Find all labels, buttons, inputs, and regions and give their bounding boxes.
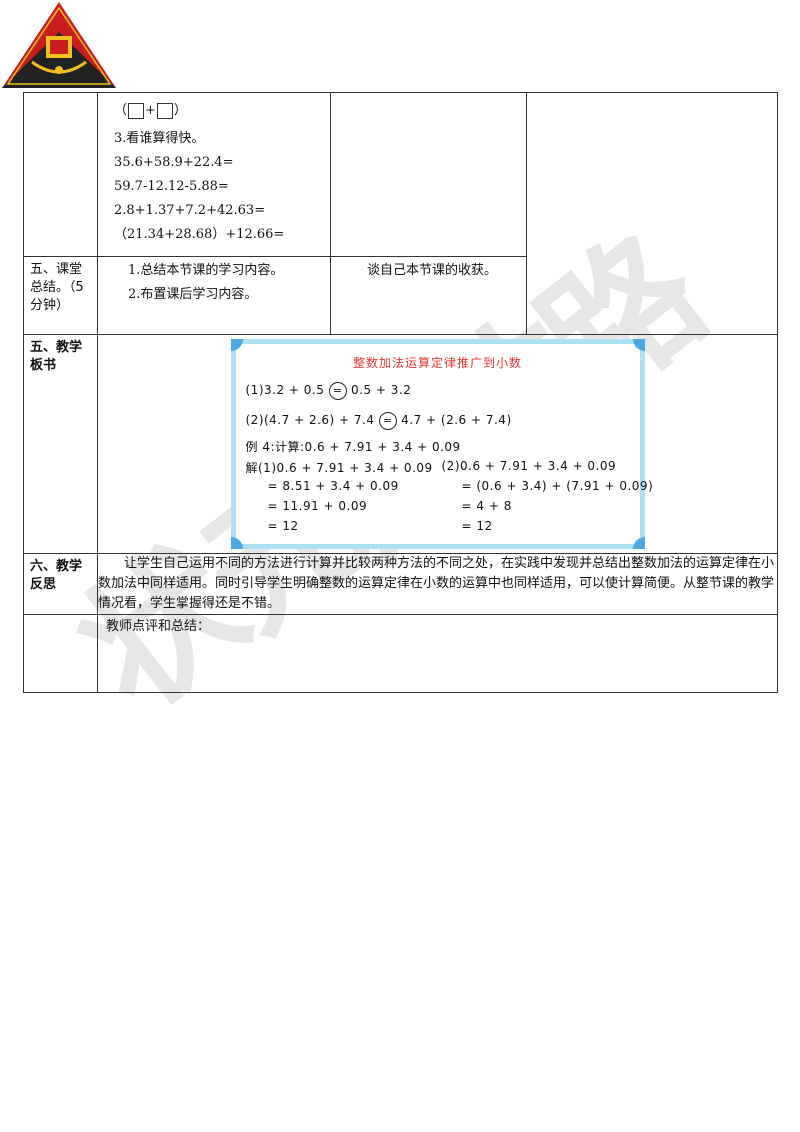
summary-item: 2.布置课后学习内容。 bbox=[128, 287, 258, 302]
solution-1-line: = 8.51 + 3.4 + 0.09 bbox=[267, 479, 399, 493]
exercise-cell: （+） 3.看谁算得快。 35.6+58.9+22.4= 59.7-12.12-… bbox=[97, 92, 331, 257]
solution-1-line: = 12 bbox=[267, 519, 299, 533]
board-cell: 整数加法运算定律推广到小数 (1)3.2 + 0.5 = 0.5 + 3.2 (… bbox=[97, 334, 778, 554]
notes-cell bbox=[526, 92, 778, 335]
summary-teacher-cell: 1.总结本节课的学习内容。 2.布置课后学习内容。 bbox=[97, 256, 331, 335]
solution-2-line: = 4 + 8 bbox=[461, 499, 512, 513]
solution-2-line: (2)0.6 + 7.91 + 3.4 + 0.09 bbox=[441, 459, 617, 473]
reflection-label: 六、教学反思 bbox=[23, 553, 98, 615]
blank-box bbox=[128, 102, 145, 119]
reflection-row: 六、教学反思 让学生自己运用不同的方法进行计算并比较两种方法的不同之处，在实践中… bbox=[23, 553, 778, 615]
summary-row: 五、课堂总结。（5分钟） 1.总结本节课的学习内容。 2.布置课后学习内容。 谈… bbox=[23, 256, 778, 335]
solution-2-line: = 12 bbox=[461, 519, 493, 533]
blackboard-image: 整数加法运算定律推广到小数 (1)3.2 + 0.5 = 0.5 + 3.2 (… bbox=[230, 339, 653, 549]
teacher-comment-cell: 教师点评和总结： bbox=[97, 614, 778, 693]
lesson-plan-table: （+） 3.看谁算得快。 35.6+58.9+22.4= 59.7-12.12-… bbox=[23, 92, 778, 693]
law-line-2: (2)(4.7 + 2.6) + 7.4 = 4.7 + (2.6 + 7.4) bbox=[246, 412, 512, 430]
row-label-empty bbox=[23, 614, 98, 693]
teacher-comment-row: 教师点评和总结： bbox=[23, 614, 778, 693]
exercise-item: 59.7-12.12-5.88= bbox=[114, 179, 229, 194]
summary-label: 五、课堂总结。（5分钟） bbox=[23, 256, 98, 335]
board-title: 整数加法运算定律推广到小数 bbox=[352, 356, 522, 370]
blank-box bbox=[156, 102, 173, 119]
school-emblem-logo bbox=[2, 2, 116, 88]
reflection-text: 让学生自己运用不同的方法进行计算并比较两种方法的不同之处，在实践中发现并总结出整… bbox=[97, 553, 778, 615]
board-label: 五、教学板书 bbox=[23, 334, 98, 554]
formula-template: （+） bbox=[114, 102, 187, 119]
equals-circle: = bbox=[378, 412, 397, 430]
row-label-empty bbox=[23, 92, 98, 257]
equals-circle: = bbox=[328, 382, 347, 400]
teacher-comment-label: 教师点评和总结： bbox=[106, 619, 211, 634]
solution-1-line: 解(1)0.6 + 7.91 + 3.4 + 0.09 bbox=[245, 461, 433, 475]
exercise-item: （21.34+28.68）+12.66= bbox=[114, 227, 285, 242]
example-line: 例 4:计算:0.6 + 7.91 + 3.4 + 0.09 bbox=[245, 440, 461, 454]
board-row: 五、教学板书 整数加法运算定律推广到小数 (1)3.2 + 0.5 = 0.5 … bbox=[23, 334, 778, 554]
exercise-row: （+） 3.看谁算得快。 35.6+58.9+22.4= 59.7-12.12-… bbox=[23, 92, 778, 335]
exercise-item: 2.8+1.37+7.2+42.63= bbox=[114, 203, 266, 218]
solution-1-line: = 11.91 + 0.09 bbox=[267, 499, 368, 513]
summary-item: 1.总结本节课的学习内容。 bbox=[128, 263, 284, 278]
summary-student-text: 谈自己本节课的收获。 bbox=[367, 263, 498, 278]
solution-2-line: = (0.6 + 3.4) + (7.91 + 0.09) bbox=[461, 479, 654, 493]
exercise-title: 3.看谁算得快。 bbox=[114, 131, 205, 146]
student-activity-cell bbox=[330, 92, 527, 257]
exercise-item: 35.6+58.9+22.4= bbox=[114, 155, 234, 170]
law-line-1: (1)3.2 + 0.5 = 0.5 + 3.2 bbox=[246, 382, 412, 400]
summary-student-cell: 谈自己本节课的收获。 bbox=[330, 256, 527, 335]
